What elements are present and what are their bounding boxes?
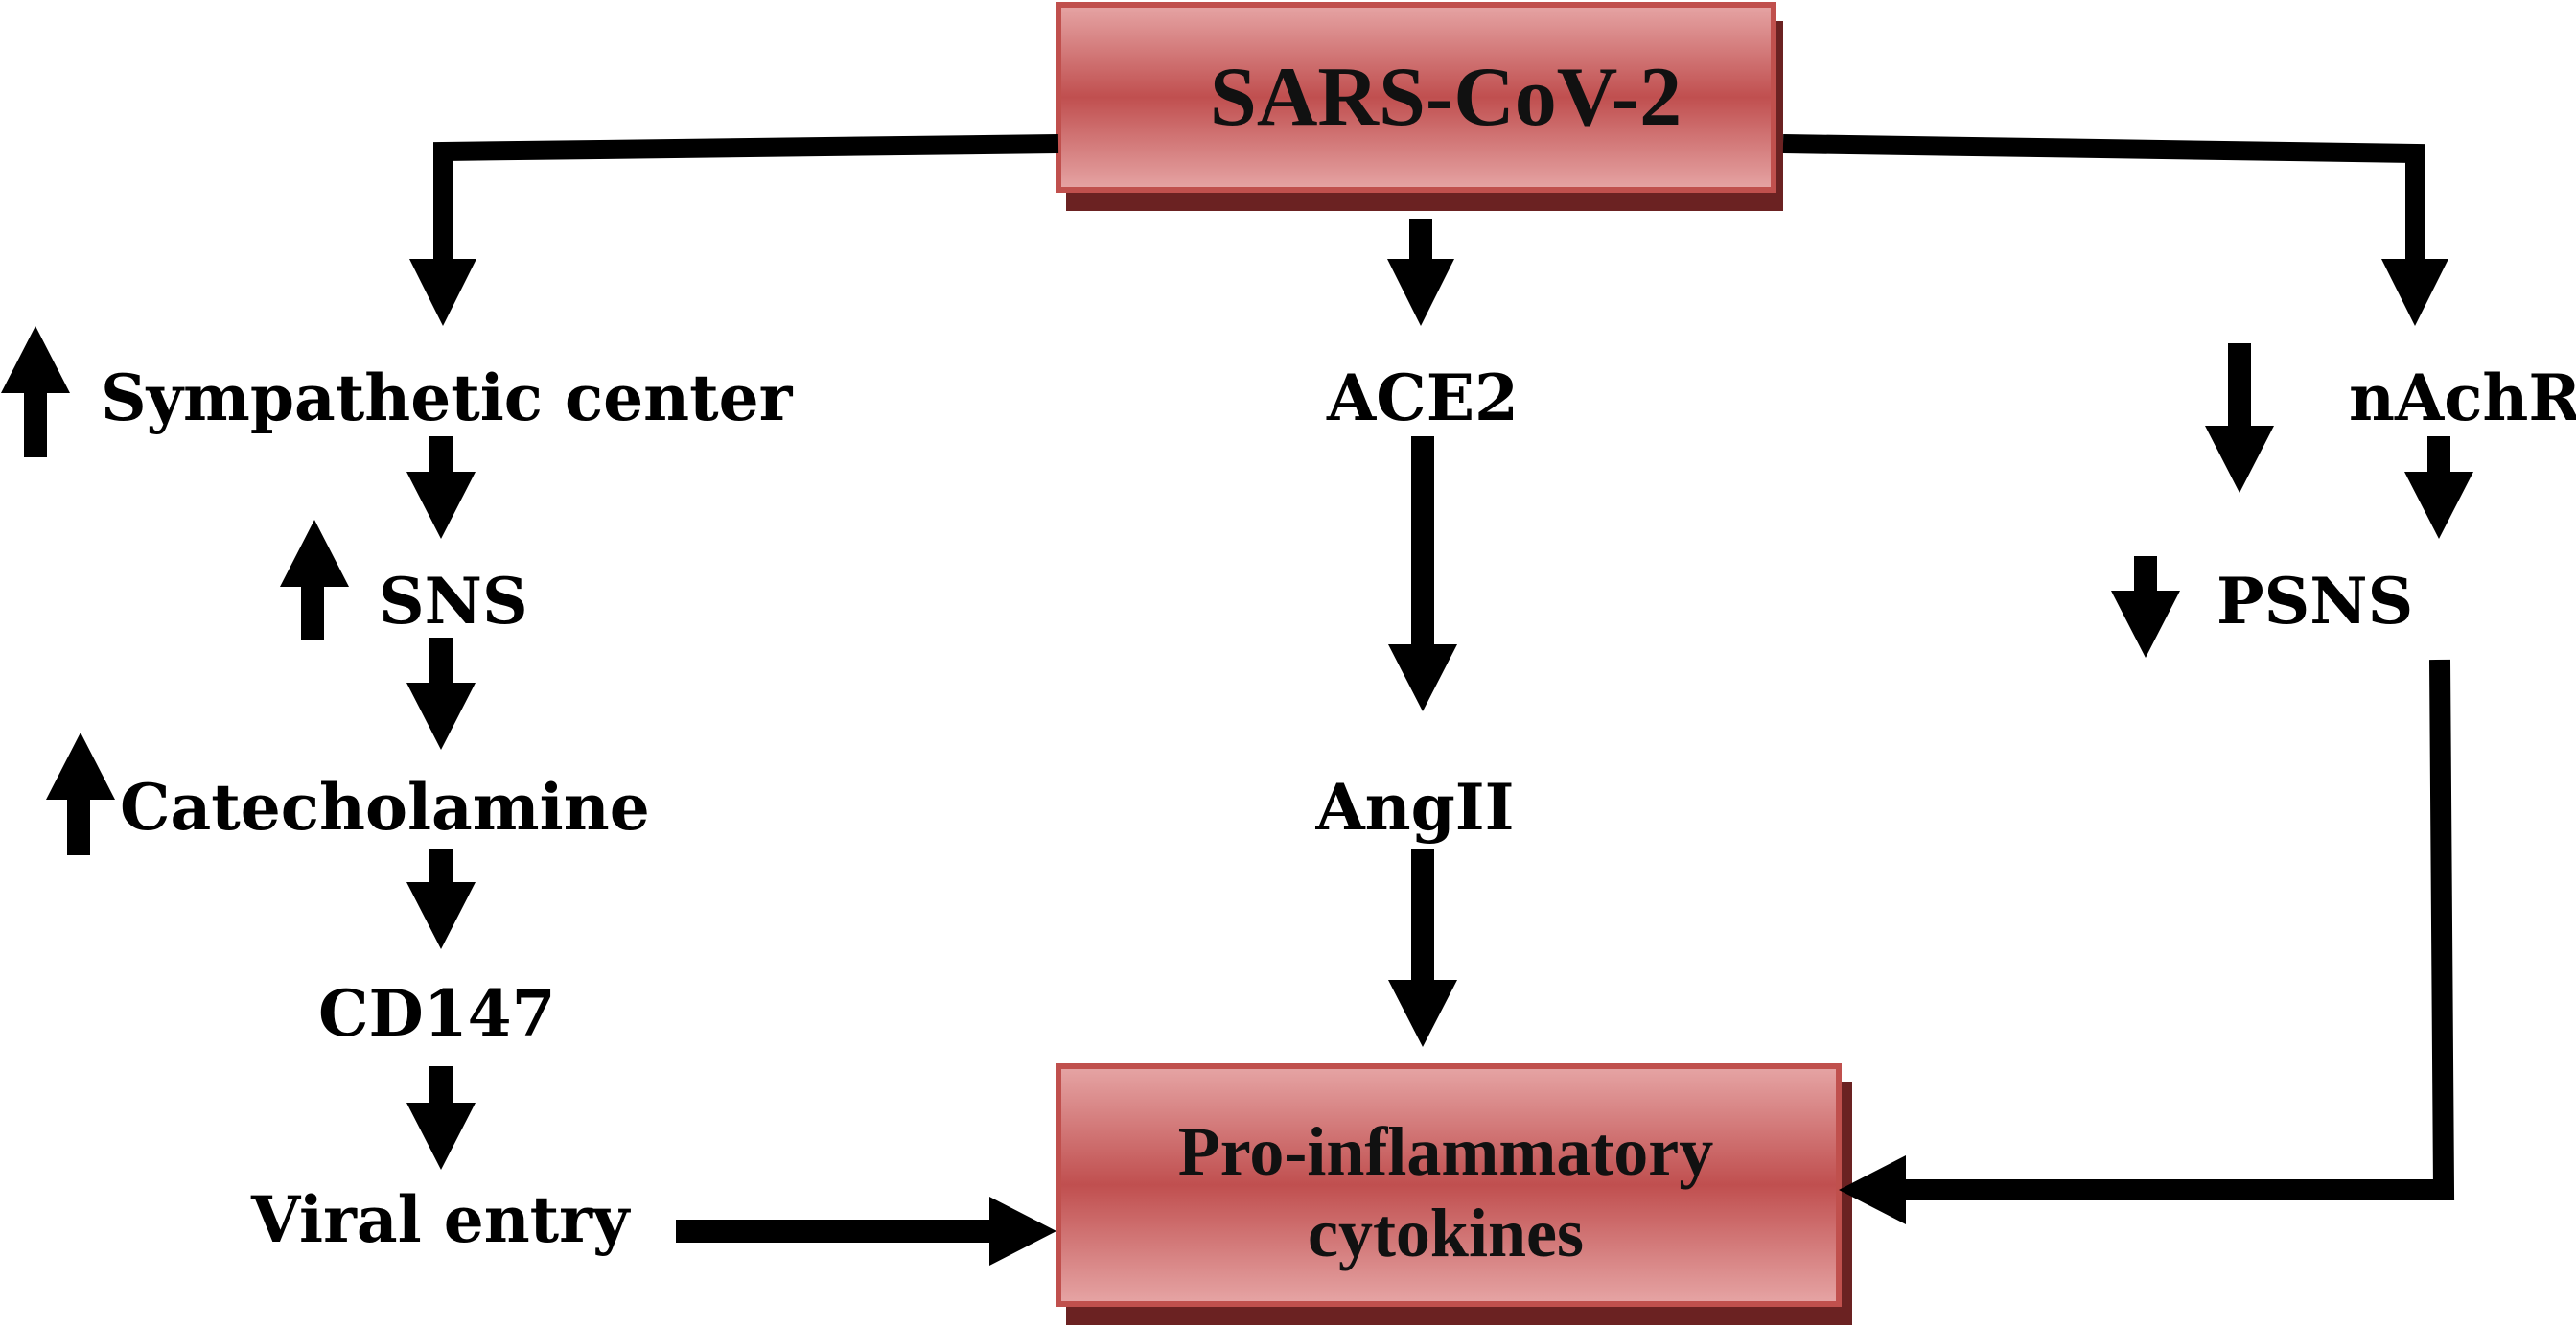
top-connectors — [433, 134, 2425, 259]
decrease-psns-icon — [2111, 556, 2180, 658]
catecholamine-label: Catecholamine — [120, 770, 650, 845]
right-chain-arrows — [2111, 343, 2473, 658]
arrow-sns-to-catecholamine — [406, 638, 476, 750]
middle-chain: ACE2 AngII — [1314, 361, 1519, 845]
cd147-label: CD147 — [318, 976, 556, 1051]
pro-inflammatory-cytokines-box: Pro-inflammatory cytokines — [1056, 1063, 1852, 1325]
arrow-nachr-to-psns — [2404, 436, 2473, 539]
sars-cov-2-box-body — [1056, 2, 1776, 193]
arrow-sympathetic-to-sns — [406, 436, 476, 539]
arrow-ace2-to-angii — [1388, 436, 1457, 711]
connector-right — [1782, 134, 2425, 259]
nachr-label: nAchR — [2349, 361, 2576, 435]
cytokines-box-body — [1056, 1063, 1842, 1307]
increase-sympathetic-center-icon — [1, 326, 70, 457]
left-chain: Sympathetic center SNS Catecholamine CD1… — [101, 361, 794, 1257]
angii-label: AngII — [1314, 770, 1514, 845]
increase-indicators — [1, 326, 349, 855]
decrease-nachr-icon — [2205, 343, 2274, 493]
branch-arrows — [409, 219, 2448, 326]
arrow-to-ace2 — [1387, 219, 1454, 326]
cytokines-label-line2: cytokines — [1308, 1195, 1584, 1271]
left-chain-arrows — [406, 436, 476, 1170]
sympathetic-center-label: Sympathetic center — [101, 361, 794, 435]
arrow-viral-entry-to-cytokines — [676, 1197, 1056, 1266]
viral-entry-label: Viral entry — [250, 1182, 631, 1257]
middle-chain-arrows — [1388, 436, 1457, 1047]
sns-label: SNS — [379, 564, 528, 639]
increase-catecholamine-icon — [46, 733, 115, 855]
arrow-cd147-to-viral-entry — [406, 1066, 476, 1170]
sars-cov-2-box: SARS-CoV-2 — [1056, 2, 1783, 211]
arrow-to-nachr — [2381, 259, 2448, 326]
psns-connector-line — [1903, 659, 2455, 1200]
right-chain: nAchR PSNS — [2216, 361, 2576, 639]
cytokines-label-line1: Pro-inflammatory — [1178, 1113, 1714, 1190]
increase-sns-icon — [280, 520, 349, 640]
sars-cov-2-label: SARS-CoV-2 — [1210, 51, 1682, 144]
ace2-label: ACE2 — [1326, 361, 1519, 435]
psns-to-cytokines-connector — [1839, 659, 2455, 1224]
psns-label: PSNS — [2216, 564, 2413, 639]
arrow-catecholamine-to-cd147 — [406, 849, 476, 949]
arrow-angii-to-cytokines — [1388, 849, 1457, 1047]
connector-left — [433, 134, 1059, 259]
arrow-to-sympathetic-center — [409, 259, 476, 326]
psns-connector-arrowhead — [1839, 1155, 1906, 1224]
